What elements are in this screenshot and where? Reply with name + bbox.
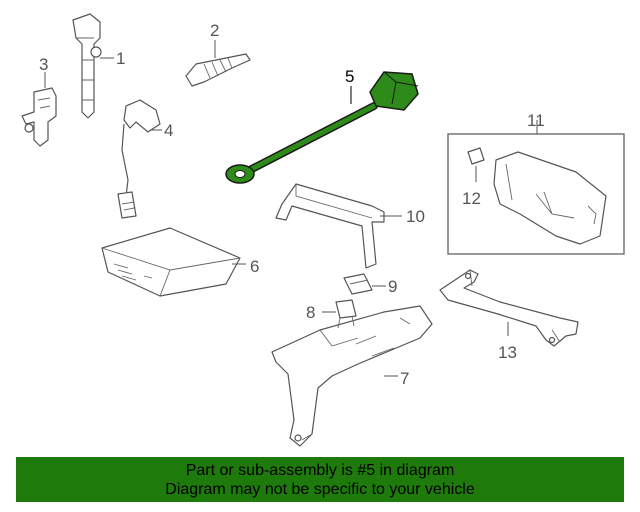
spark-plug-part[interactable] (185, 53, 251, 87)
knock-sensor-part[interactable] (225, 71, 419, 184)
cover-part[interactable] (493, 151, 607, 245)
callout-7: 7 (400, 369, 409, 388)
callout-9: 9 (388, 277, 397, 296)
ignition-coil-part[interactable] (72, 13, 102, 119)
callout-6: 6 (250, 257, 259, 276)
callout-2: 2 (210, 21, 219, 40)
callout-3: 3 (39, 55, 48, 74)
support-bracket-part[interactable] (439, 269, 579, 347)
callout-5: 5 (345, 67, 354, 86)
callout-11: 11 (527, 111, 545, 130)
control-module-part[interactable] (101, 227, 241, 297)
cam-sensor-part[interactable] (117, 99, 161, 219)
info-banner: Part or sub-assembly is #5 in diagram Di… (16, 457, 624, 502)
part-11-group-box (447, 133, 625, 255)
mounting-bracket-part[interactable] (275, 183, 385, 269)
callout-4: 4 (164, 121, 173, 140)
callout-1: 1 (116, 49, 125, 68)
banner-line-1: Part or sub-assembly is #5 in diagram (185, 461, 455, 479)
small-bracket-part[interactable] (343, 273, 373, 295)
crank-sensor-part[interactable] (21, 87, 57, 147)
clip-part[interactable] (335, 299, 357, 329)
parts-diagram: 1 2 3 4 5 6 (21, 13, 625, 447)
callout-8: 8 (306, 303, 315, 322)
bracket-part[interactable] (271, 305, 433, 447)
retainer-clip-part[interactable] (467, 147, 485, 165)
callout-12: 12 (462, 189, 481, 208)
callout-10: 10 (406, 207, 425, 226)
callout-13: 13 (498, 343, 517, 362)
banner-line-2: Diagram may not be specific to your vehi… (165, 480, 475, 498)
